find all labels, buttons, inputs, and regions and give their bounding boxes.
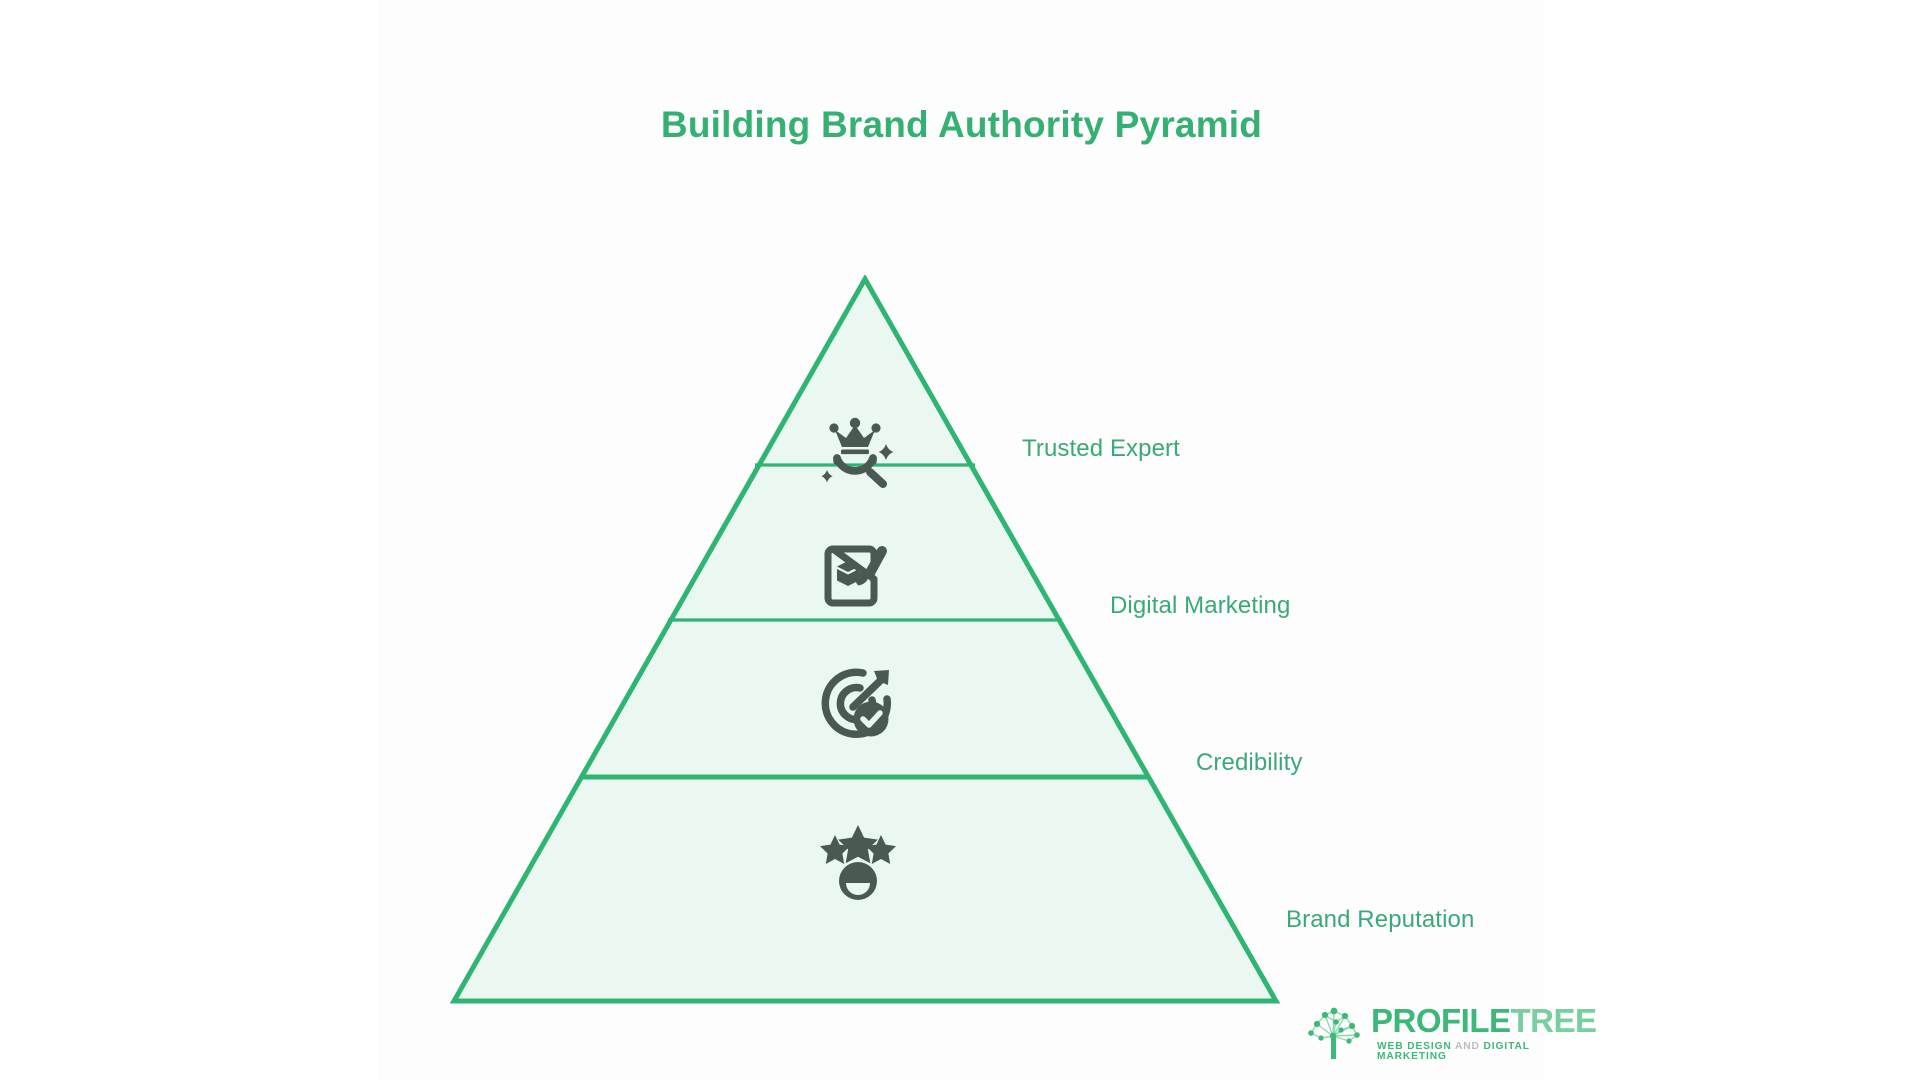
tier-label-digital-marketing: Digital Marketing <box>1110 592 1291 619</box>
tablet-cube-brush-icon <box>812 530 904 622</box>
page-title: Building Brand Authority Pyramid <box>660 104 1263 145</box>
stars-person-icon <box>812 816 904 908</box>
logo-word-profile: PROFILE <box>1371 1002 1511 1039</box>
left-margin <box>0 0 378 1080</box>
logo-tagline: WEB DESIGN AND DIGITAL MARKETING <box>1377 1041 1553 1063</box>
pyramid-tier-1-fill <box>755 279 975 465</box>
logo-word-tree: TREE <box>1510 1002 1598 1039</box>
crown-magnifier-icon <box>812 403 904 495</box>
profiletree-logo[interactable]: PROFILETREE WEB DESIGN AND DIGITAL MARKE… <box>1303 1000 1597 1063</box>
logo-tagline-part-1: WEB DESIGN <box>1377 1041 1456 1052</box>
tier-label-brand-reputation: Brand Reputation <box>1286 906 1475 933</box>
tier-label-credibility: Credibility <box>1196 749 1303 776</box>
tree-network-icon <box>1308 1007 1360 1059</box>
logo-tagline-part-3: DIGITAL MARKETING <box>1377 1041 1530 1063</box>
pyramid-tier-2-fill <box>668 465 1062 620</box>
tier-label-trusted-expert: Trusted Expert <box>1022 435 1180 462</box>
right-margin <box>1545 0 1920 1080</box>
target-arrow-check-icon <box>812 658 904 750</box>
pyramid-outline <box>450 275 1280 1004</box>
logo-tagline-part-2: AND <box>1455 1041 1484 1052</box>
logo-wordmark: PROFILETREE <box>1371 1004 1597 1037</box>
